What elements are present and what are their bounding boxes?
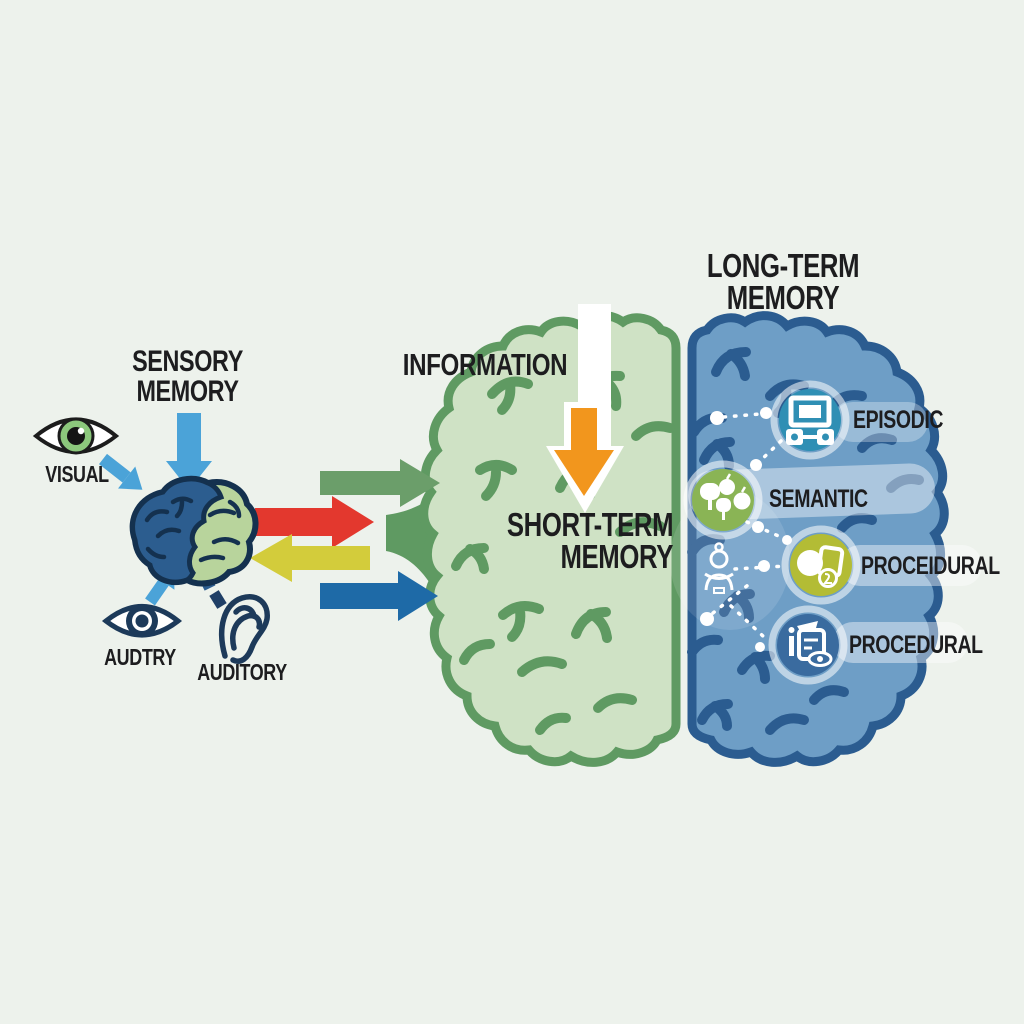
transfer-arrow-red <box>255 496 374 548</box>
sensory-title-line2: MEMORY <box>136 375 239 408</box>
green-brain-folds <box>451 370 675 735</box>
orange-arrow-head <box>554 450 614 496</box>
badge-semantic <box>683 460 763 540</box>
short-term-title-line2: MEMORY <box>560 538 673 575</box>
information-arrow <box>546 304 624 513</box>
sensory-brain-icon <box>129 475 259 609</box>
green-hemisphere-outline <box>419 311 681 767</box>
sensory-brain-folds <box>144 496 242 563</box>
long-term-brain <box>670 311 982 767</box>
badge-proceidural <box>781 525 861 605</box>
long-term-title-line1: LONG-TERM <box>706 247 860 284</box>
memory-network-nodes <box>700 407 792 652</box>
proceidural-label: PROCEIDURAL <box>861 552 1000 580</box>
auditory-label: AUDITORY <box>197 659 287 685</box>
procedural-label: PROCEDURAL <box>849 631 983 659</box>
sensory-down-arrow <box>166 413 212 490</box>
audtry-label: AUDTRY <box>104 644 176 670</box>
memory-network-links <box>711 412 788 640</box>
orange-arrow-shaft <box>571 408 597 452</box>
transfer-arrow-yellow <box>250 534 370 582</box>
transfer-arrow-green <box>320 459 440 507</box>
visual-eye-icon <box>32 417 120 455</box>
semantic-label: SEMANTIC <box>769 485 868 513</box>
badge-episodic <box>770 380 850 460</box>
auditory-ear-icon <box>219 594 270 664</box>
long-term-title-line2: MEMORY <box>726 279 840 316</box>
checklist-eye-icon <box>788 621 833 667</box>
sensory-title-line1: SENSORY <box>132 345 243 378</box>
short-term-title-line1: SHORT-TERM <box>506 506 674 543</box>
short-term-brain <box>419 304 681 767</box>
episodic-label: EPISODIC <box>853 406 944 434</box>
blue-brain-folds <box>687 347 924 735</box>
picture-frames-icon <box>786 395 834 445</box>
person-icon <box>704 542 734 594</box>
badge-procedural <box>768 605 848 685</box>
information-label: INFORMATION <box>402 347 568 382</box>
transfer-arrow-blue <box>320 571 438 621</box>
badge-procedural-circle <box>777 614 839 676</box>
book-coin-icon <box>797 545 845 588</box>
visual-label: VISUAL <box>45 461 109 487</box>
sensory-section <box>32 413 270 664</box>
audtry-eye-icon <box>101 604 183 638</box>
visual-input-arrow <box>98 453 143 490</box>
objects-icon <box>700 473 751 520</box>
